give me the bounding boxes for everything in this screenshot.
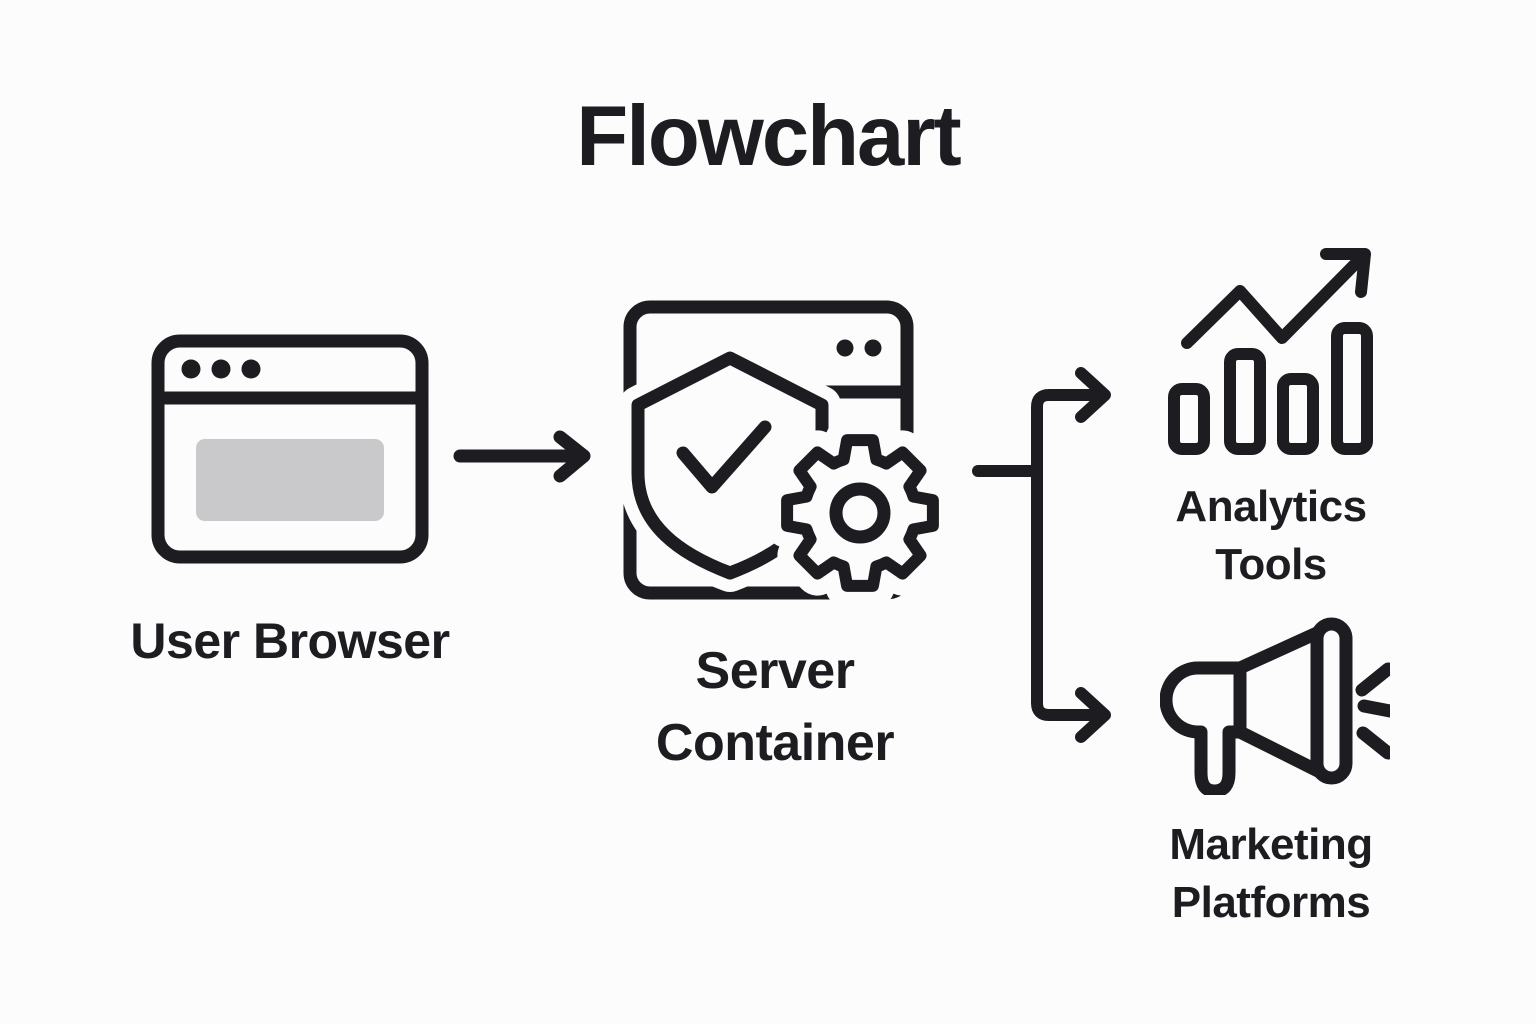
browser-window-icon bbox=[150, 333, 430, 565]
branch-connector-arrows bbox=[960, 350, 1130, 770]
label-line: Container bbox=[655, 713, 895, 772]
node-label-user-browser: User Browser bbox=[90, 608, 490, 674]
bar-chart-trend-up-icon bbox=[1160, 240, 1380, 465]
node-label-analytics-tools: Analytics Tools bbox=[1121, 478, 1421, 594]
arrow-browser-to-server bbox=[450, 425, 600, 490]
trend-line bbox=[1181, 249, 1370, 349]
label-line: Analytics bbox=[1175, 482, 1367, 531]
node-label-marketing-platforms: Marketing Platforms bbox=[1121, 816, 1421, 932]
shield-check-gear-icon bbox=[620, 295, 940, 605]
node-label-server-container: Server Container bbox=[575, 636, 975, 780]
browser-content-placeholder bbox=[196, 439, 384, 521]
diagram-title: Flowchart bbox=[576, 89, 961, 184]
gear-icon bbox=[765, 418, 940, 605]
label-line: Tools bbox=[1215, 540, 1327, 590]
label-line: Marketing bbox=[1169, 820, 1373, 869]
label-line: Server bbox=[695, 642, 855, 700]
label-line: Platforms bbox=[1171, 878, 1371, 928]
label-line: User Browser bbox=[130, 613, 450, 669]
megaphone-icon bbox=[1160, 615, 1390, 795]
checkmark-icon bbox=[676, 420, 772, 494]
